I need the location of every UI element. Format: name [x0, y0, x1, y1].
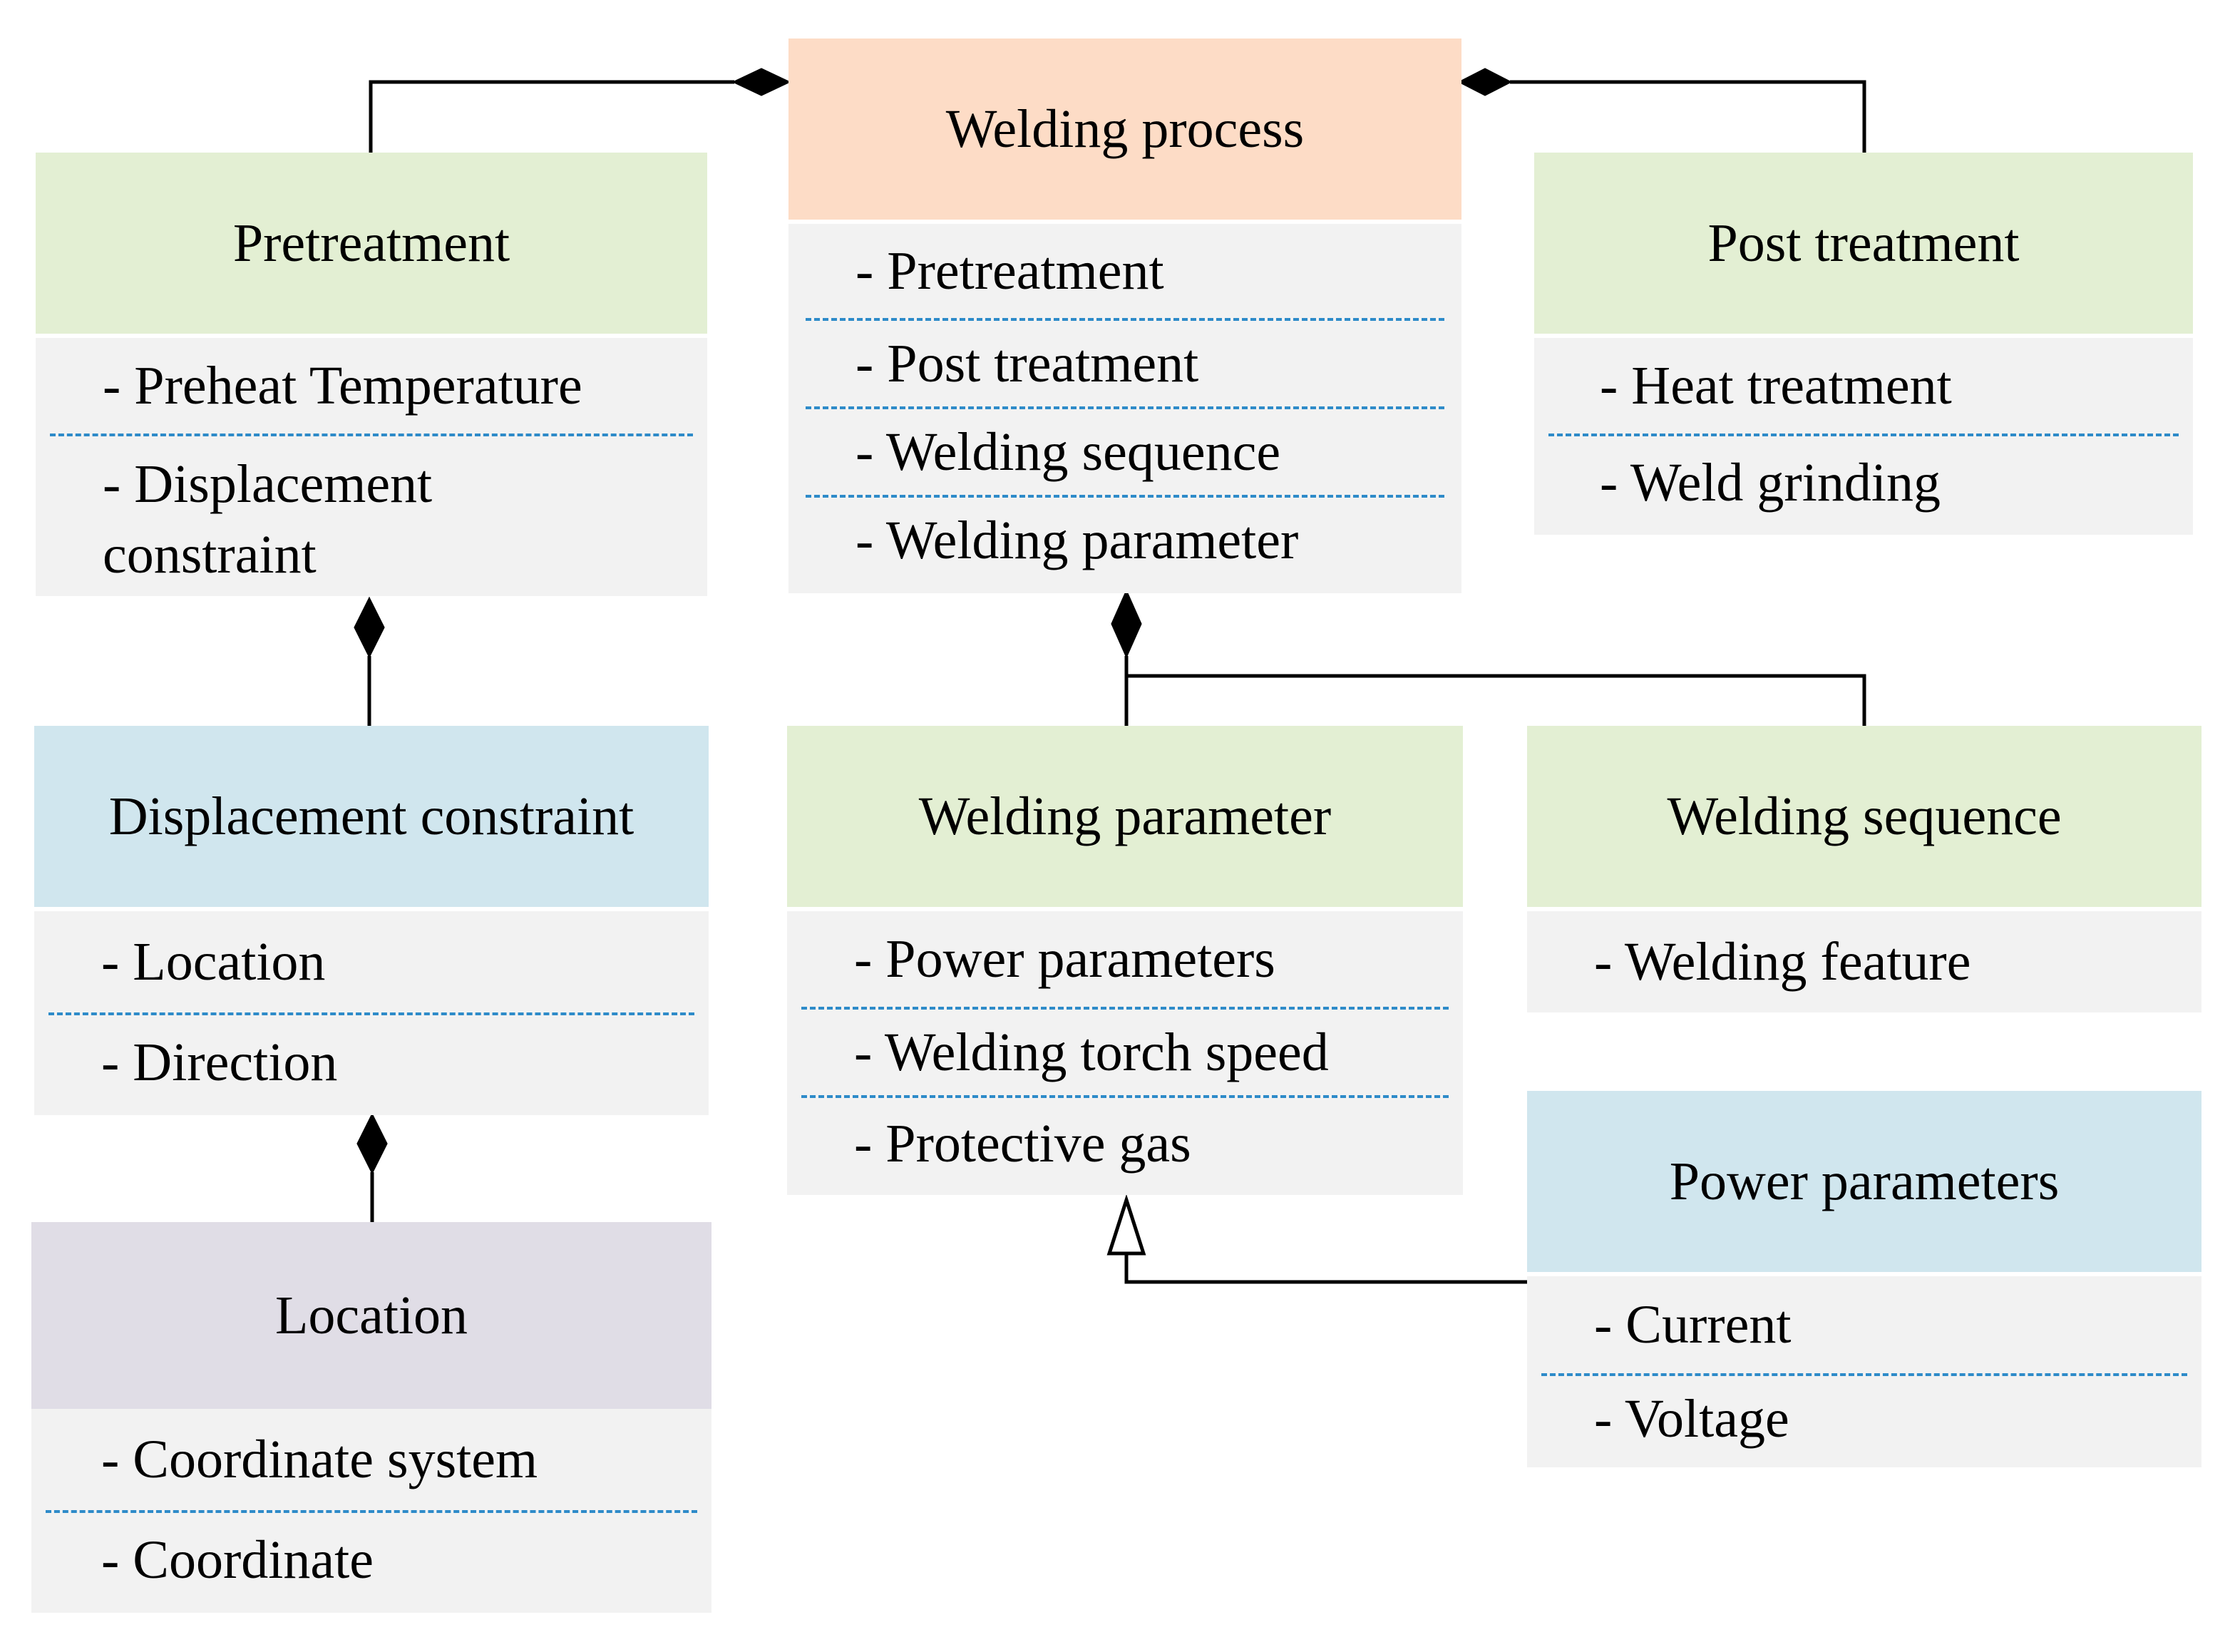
- class-location: Location - Coordinate system - Coordinat…: [31, 1222, 711, 1613]
- class-displacement-constraint: Displacement constraint - Location - Dir…: [34, 726, 709, 1115]
- welding-sequence-title: Welding sequence: [1667, 786, 2062, 846]
- attribute-text: - Post treatment: [856, 333, 1199, 394]
- class-title: Displacement constraint: [34, 726, 709, 907]
- class-title: Power parameters: [1527, 1091, 2201, 1272]
- attribute-row: - Power parameters: [801, 911, 1449, 1007]
- composition-line-post-treatment: [1510, 80, 1866, 157]
- attribute-text: - Welding parameter: [856, 510, 1299, 570]
- pretreatment-title: Pretreatment: [232, 212, 510, 273]
- class-title: Welding sequence: [1527, 726, 2201, 907]
- attribute-row: - Welding sequence: [806, 406, 1444, 495]
- class-title: Welding parameter: [787, 726, 1463, 907]
- attribute-row: - Weld grinding: [1548, 433, 2179, 529]
- composition-diamond-icon: [354, 596, 385, 659]
- attribute-row: - Welding torch speed: [801, 1007, 1449, 1095]
- class-attributes: - Welding feature: [1527, 911, 2201, 1012]
- composition-line-welding-sequence: [1126, 674, 1866, 726]
- attribute-row: - Welding feature: [1541, 911, 2187, 1012]
- class-power-parameters: Power parameters - Current - Voltage: [1527, 1091, 2201, 1467]
- generalization-line-power: [1124, 1253, 1527, 1284]
- class-attributes: - Current - Voltage: [1527, 1276, 2201, 1467]
- attribute-text: - Pretreatment: [856, 240, 1164, 301]
- attribute-text: - Displacement constraint: [103, 454, 433, 585]
- power-parameters-title: Power parameters: [1669, 1151, 2060, 1211]
- location-title: Location: [274, 1285, 468, 1345]
- attribute-text: - Welding feature: [1594, 931, 1971, 992]
- attribute-row: - Protective gas: [801, 1095, 1449, 1189]
- attribute-row: - Post treatment: [806, 318, 1444, 406]
- attribute-text: - Direction: [101, 1032, 338, 1092]
- generalization-arrow-icon: [1106, 1194, 1146, 1256]
- attribute-text: - Preheat Temperature: [103, 355, 582, 416]
- welding-parameter-title: Welding parameter: [918, 786, 1332, 846]
- class-attributes: - Location - Direction: [34, 911, 709, 1115]
- class-title: Location: [31, 1222, 711, 1409]
- attribute-row: - Location: [48, 911, 694, 1012]
- class-attributes: - Power parameters - Welding torch speed…: [787, 911, 1463, 1195]
- displacement-constraint-title: Displacement constraint: [108, 786, 634, 846]
- class-pretreatment: Pretreatment - Preheat Temperature - Dis…: [36, 153, 707, 596]
- class-attributes: - Pretreatment - Post treatment - Weldin…: [788, 224, 1461, 593]
- attribute-text: - Voltage: [1594, 1388, 1789, 1449]
- attribute-row: - Welding parameter: [806, 495, 1444, 583]
- composition-diamond-icon: [356, 1112, 388, 1175]
- attribute-text: - Coordinate: [101, 1529, 374, 1590]
- attribute-text: - Weld grinding: [1600, 452, 1941, 513]
- attribute-row: - Current: [1541, 1276, 2187, 1373]
- class-attributes: - Coordinate system - Coordinate: [31, 1409, 711, 1613]
- attribute-row: - Coordinate: [46, 1510, 697, 1607]
- class-title: Post treatment: [1534, 153, 2193, 334]
- class-welding-process: Welding process - Pretreatment - Post tr…: [788, 39, 1461, 593]
- attribute-row: - Coordinate system: [46, 1409, 697, 1510]
- attribute-row: - Preheat Temperature: [50, 338, 693, 433]
- attribute-row: - Voltage: [1541, 1373, 2187, 1462]
- post-treatment-title: Post treatment: [1707, 212, 2020, 273]
- attribute-text: - Location: [101, 931, 326, 992]
- attribute-text: - Heat treatment: [1600, 355, 1952, 416]
- attribute-text: - Current: [1594, 1294, 1792, 1355]
- composition-diamond-icon: [1457, 68, 1513, 96]
- class-welding-parameter: Welding parameter - Power parameters - W…: [787, 726, 1463, 1195]
- composition-diamond-icon: [1111, 589, 1142, 659]
- class-attributes: - Heat treatment - Weld grinding: [1534, 338, 2193, 535]
- welding-process-title: Welding process: [945, 98, 1305, 159]
- class-title: Welding process: [788, 39, 1461, 220]
- class-welding-sequence: Welding sequence - Welding feature: [1527, 726, 2201, 1012]
- class-post-treatment: Post treatment - Heat treatment - Weld g…: [1534, 153, 2193, 535]
- attribute-text: - Welding sequence: [856, 421, 1281, 482]
- attribute-row: - Direction: [48, 1012, 694, 1109]
- attribute-row: - Displacement constraint: [50, 433, 693, 590]
- attribute-row: - Heat treatment: [1548, 338, 2179, 433]
- class-attributes: - Preheat Temperature - Displacement con…: [36, 338, 707, 596]
- composition-line-pretreatment: [369, 80, 734, 154]
- attribute-text: - Power parameters: [854, 928, 1275, 989]
- class-title: Pretreatment: [36, 153, 707, 334]
- composition-diamond-icon: [731, 68, 791, 96]
- attribute-row: - Pretreatment: [806, 224, 1444, 318]
- attribute-text: - Welding torch speed: [854, 1022, 1329, 1082]
- attribute-text: - Coordinate system: [101, 1429, 538, 1489]
- attribute-text: - Protective gas: [854, 1113, 1191, 1174]
